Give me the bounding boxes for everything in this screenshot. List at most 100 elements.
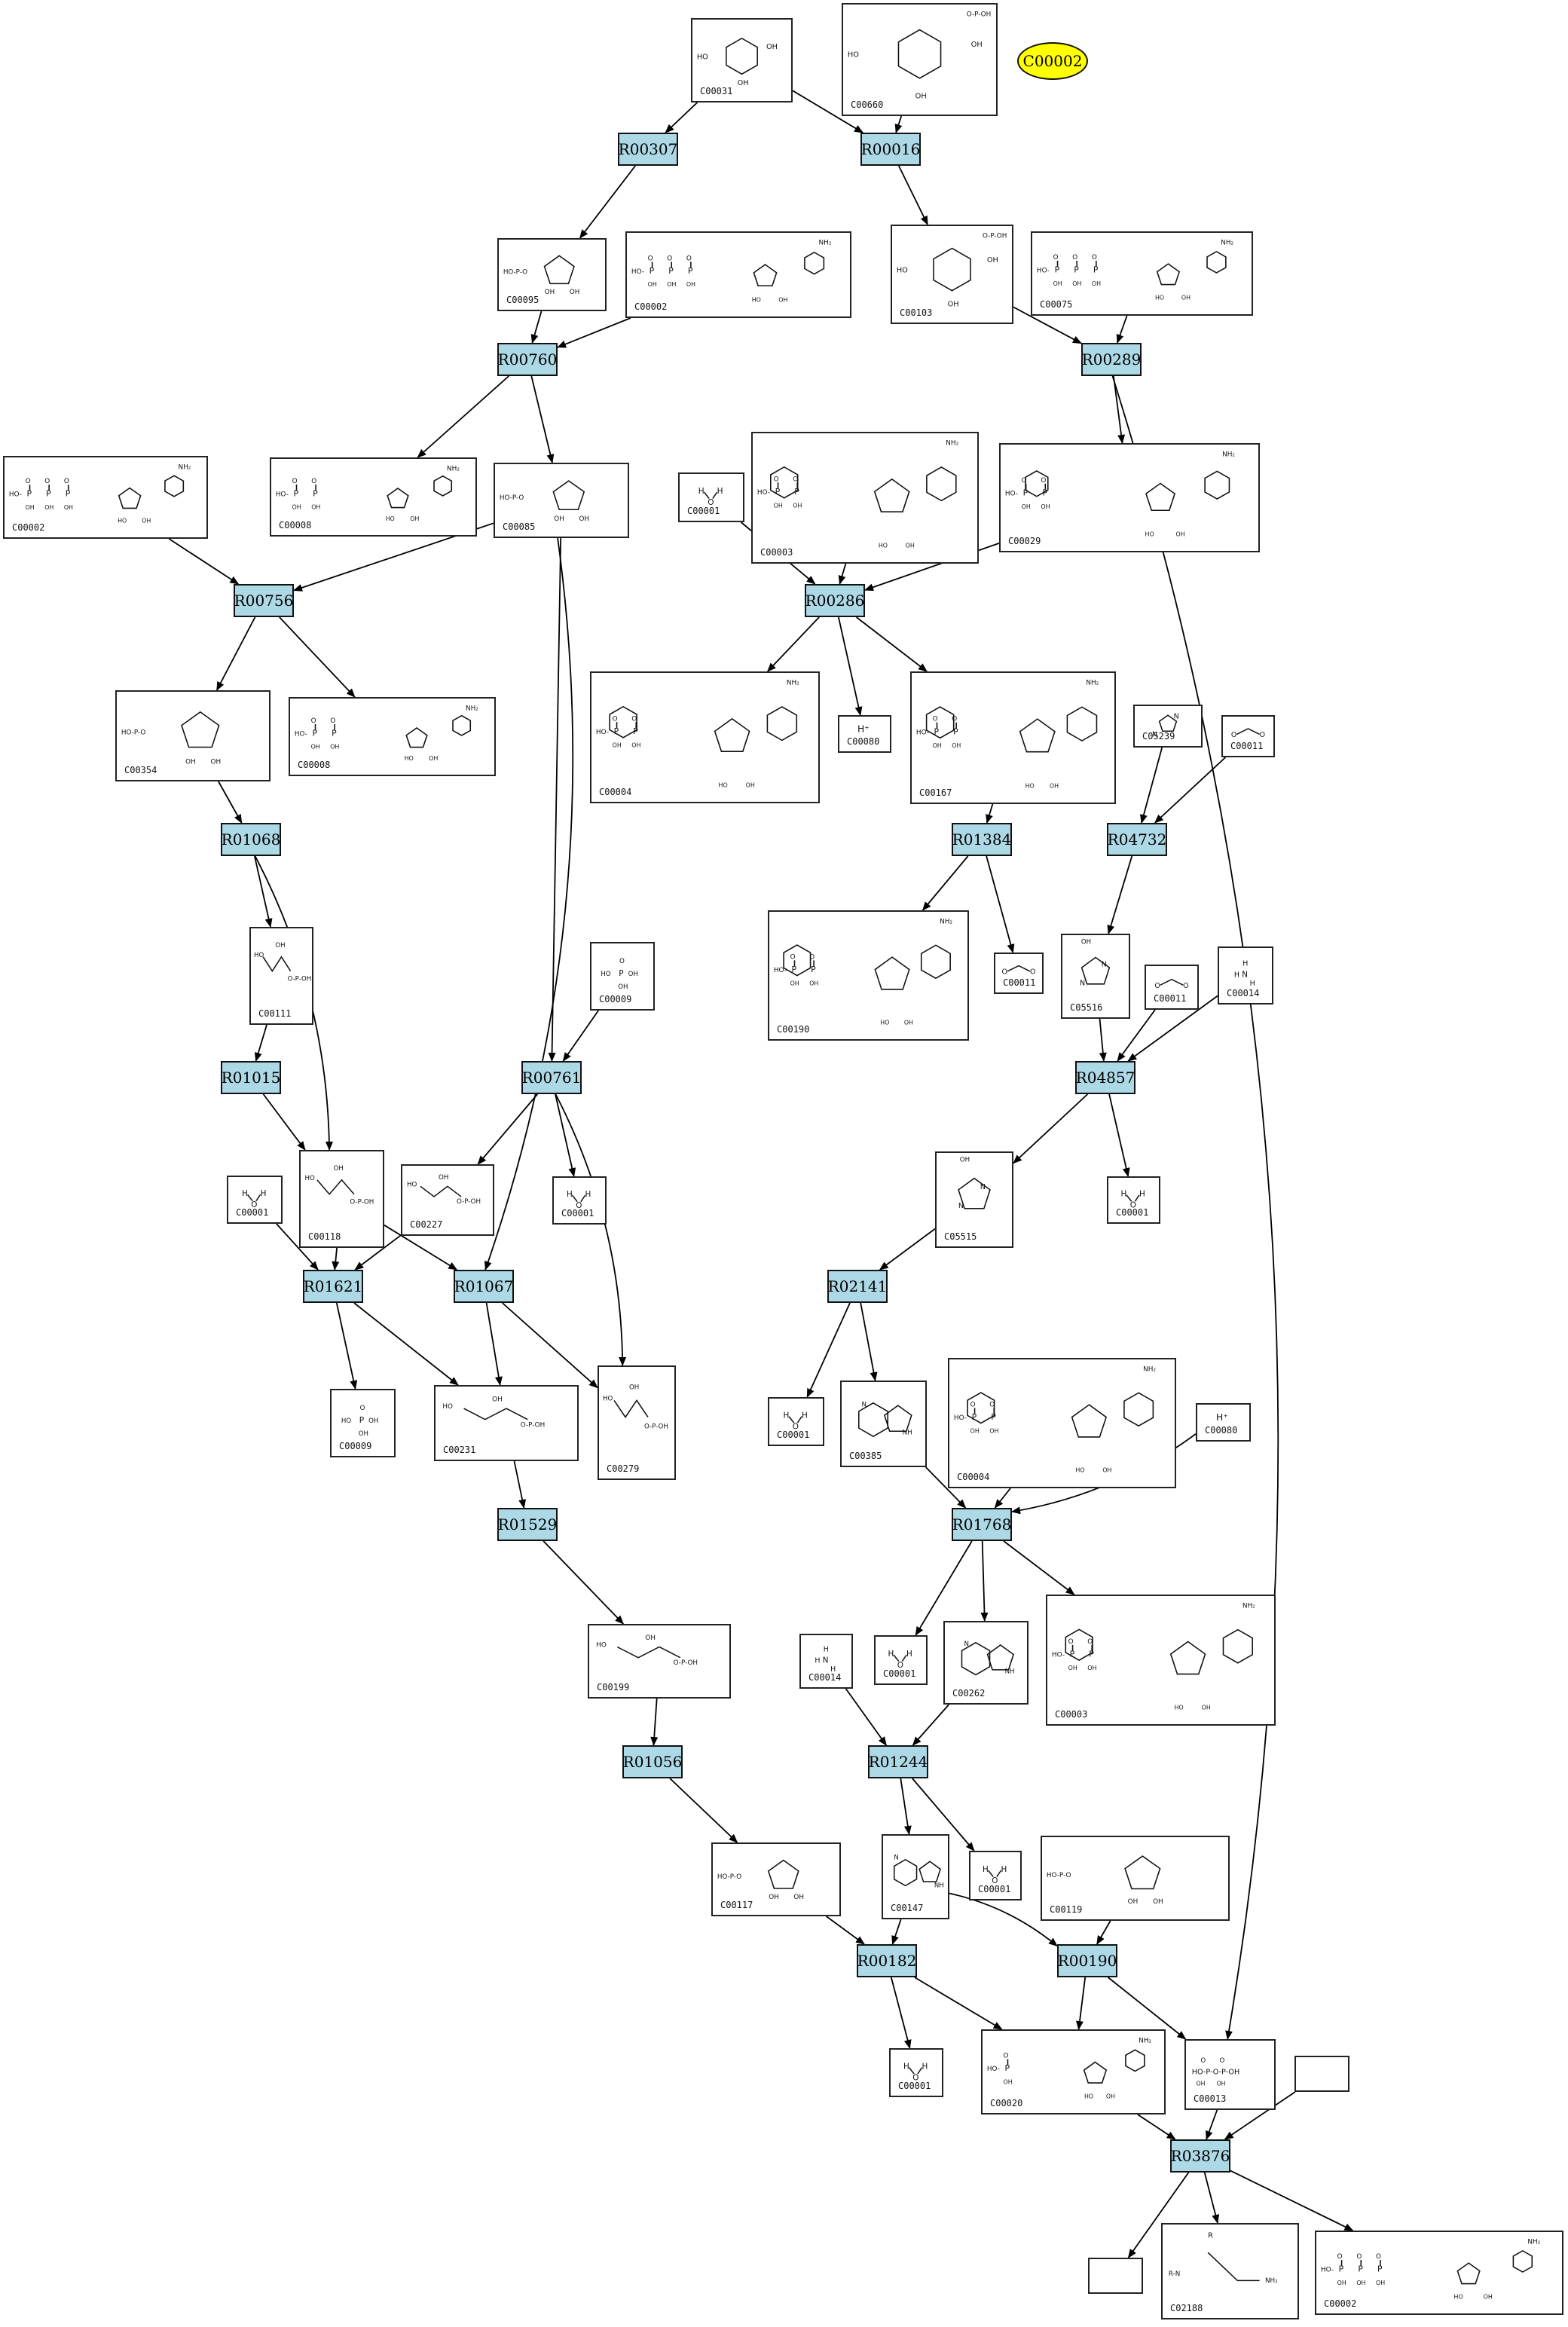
svg-text:NH₂: NH₂ (819, 240, 832, 247)
svg-text:OH: OH (44, 504, 53, 511)
svg-text:O: O (1200, 2057, 1206, 2065)
svg-text:O: O (1030, 968, 1035, 977)
reaction-node-r04857[interactable]: R04857 (1075, 1061, 1136, 1094)
svg-text:HO: HO (1155, 295, 1164, 301)
reaction-node-r00289[interactable]: R00289 (1081, 343, 1142, 376)
edge-c00111-to-R01015 (254, 1024, 267, 1062)
svg-text:OH: OH (746, 781, 755, 788)
reaction-node-r03876[interactable]: R03876 (1170, 2139, 1230, 2173)
reaction-node-r04732[interactable]: R04732 (1107, 823, 1167, 856)
reaction-node-r01056[interactable]: R01056 (622, 1745, 683, 1778)
highlight-compound-badge[interactable]: C00002 (1017, 42, 1088, 80)
reaction-node-r01067[interactable]: R01067 (454, 1270, 514, 1303)
reaction-node-r00307[interactable]: R00307 (618, 133, 678, 166)
reaction-node-r00182[interactable]: R00182 (857, 1944, 917, 1977)
reaction-node-r01015[interactable]: R01015 (221, 1061, 281, 1094)
reaction-node-r00760[interactable]: R00760 (497, 343, 558, 376)
edge-c00167-to-R01384 (986, 803, 994, 824)
empty-compound-box[interactable] (1294, 2056, 1349, 2092)
reaction-node-r00190[interactable]: R00190 (1057, 1944, 1117, 1977)
svg-text:O: O (1053, 254, 1059, 261)
svg-text:O: O (1041, 477, 1046, 485)
edge-R01067-to-c00279 (502, 1302, 598, 1389)
svg-text:HO-: HO- (1037, 268, 1050, 275)
reaction-node-r00286[interactable]: R00286 (805, 584, 865, 617)
svg-text:N: N (964, 1641, 969, 1648)
svg-text:O: O (1183, 982, 1188, 990)
reaction-node-r01384[interactable]: R01384 (952, 823, 1012, 856)
svg-text:N: N (894, 1855, 898, 1862)
reaction-node-r01529[interactable]: R01529 (497, 1508, 558, 1541)
reaction-node-r01244[interactable]: R01244 (868, 1745, 928, 1778)
compound-box-c00080[interactable]: H⁺C00080 (838, 715, 891, 753)
edge-R01056-to-c00117 (669, 1778, 738, 1843)
reaction-node-r01068[interactable]: R01068 (221, 823, 281, 856)
reaction-node-r00756[interactable]: R00756 (234, 584, 294, 617)
reaction-node-r00761[interactable]: R00761 (521, 1061, 582, 1094)
svg-text:O: O (1130, 1201, 1136, 1210)
empty-compound-box[interactable] (1088, 2258, 1143, 2294)
compound-box-c00080[interactable]: H⁺C00080 (1196, 1403, 1251, 1442)
reaction-node-r01621[interactable]: R01621 (303, 1270, 363, 1303)
reaction-node-r01768[interactable]: R01768 (952, 1508, 1012, 1541)
reaction-node-r00016[interactable]: R00016 (860, 133, 921, 166)
svg-text:HO: HO (118, 518, 127, 524)
reaction-node-r02141[interactable]: R02141 (827, 1270, 888, 1303)
